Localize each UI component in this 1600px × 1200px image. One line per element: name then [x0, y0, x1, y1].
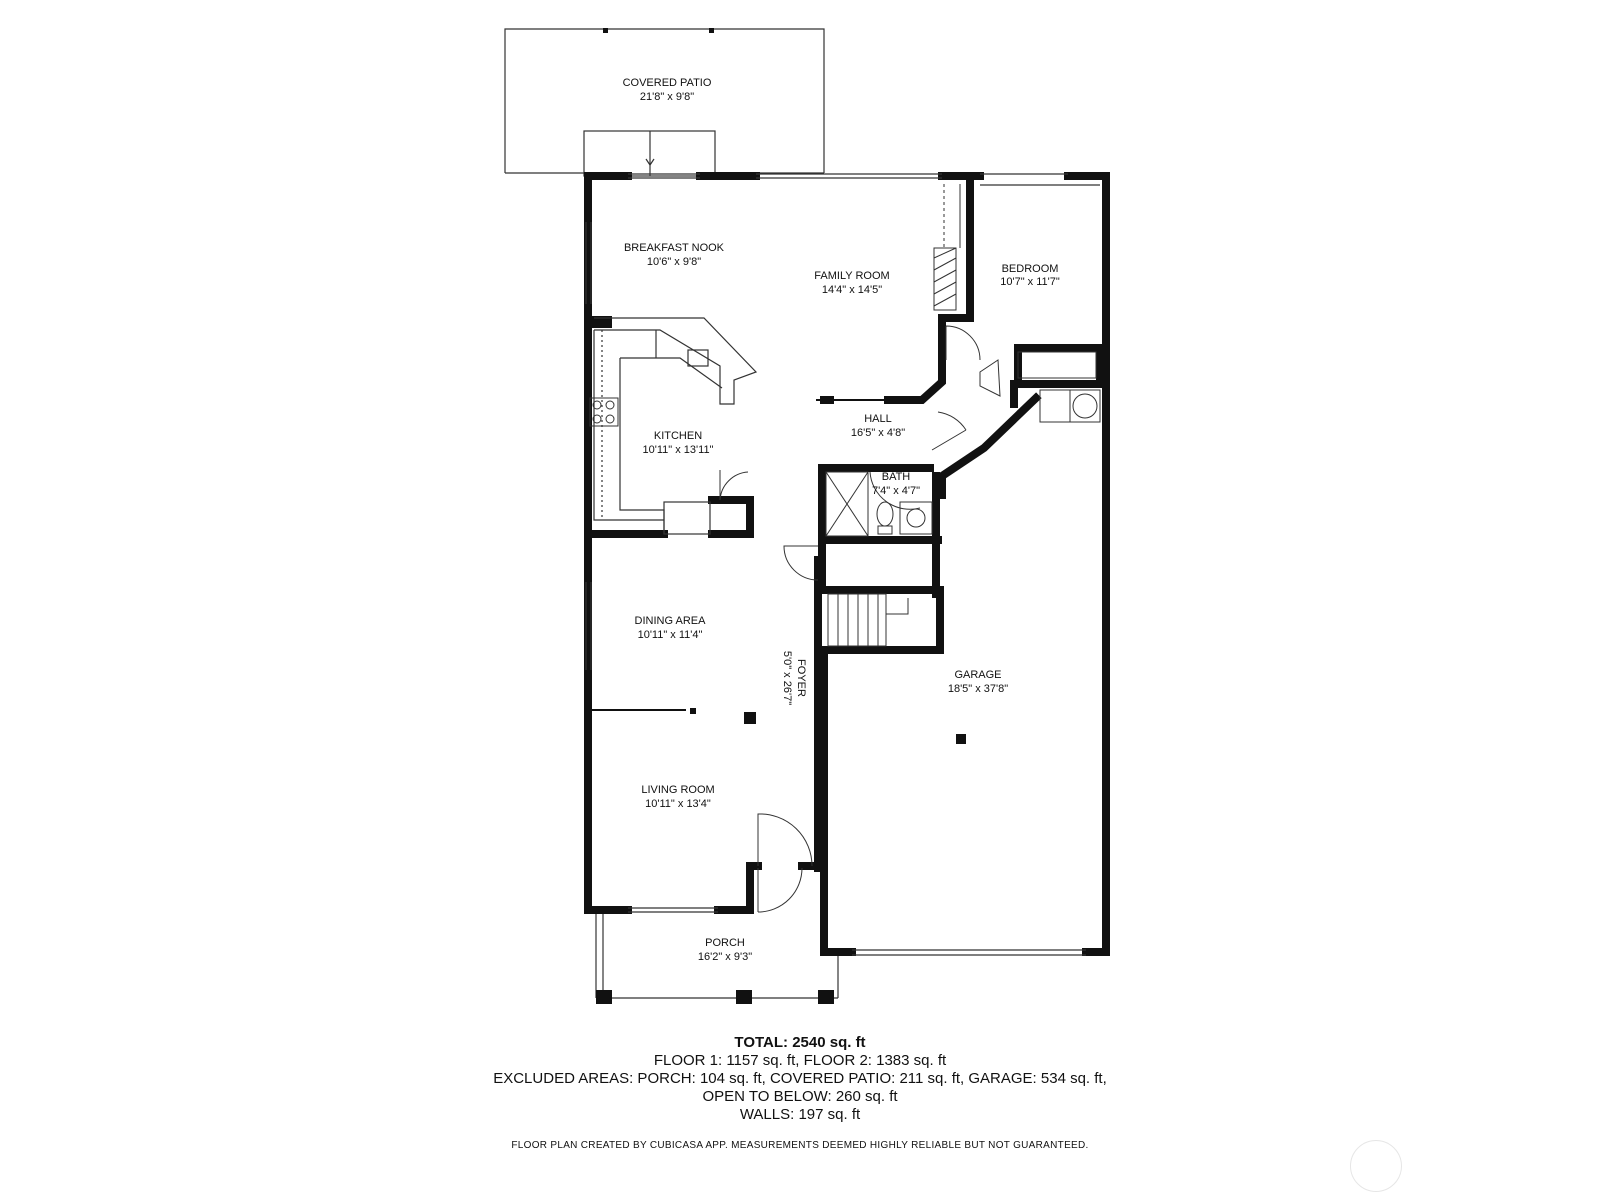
- open-to-below: OPEN TO BELOW: 260 sq. ft: [702, 1088, 898, 1105]
- room-dim-covered-patio: 21'8" x 9'8": [640, 91, 694, 103]
- stove-icon: [589, 397, 619, 427]
- room-dim-porch: 16'2" x 9'3": [698, 951, 752, 963]
- washer-dryer: [1039, 389, 1101, 423]
- walls: [584, 172, 1110, 956]
- room-dim-living-room: 10'11" x 13'4": [645, 798, 711, 810]
- room-name-hall: HALL: [864, 413, 892, 425]
- room-dim-hall: 16'5" x 4'8": [851, 427, 905, 439]
- porch-outline: [595, 914, 839, 999]
- disclaimer: FLOOR PLAN CREATED BY CUBICASA APP. MEAS…: [511, 1140, 1089, 1151]
- excluded-areas: EXCLUDED AREAS: PORCH: 104 sq. ft, COVER…: [493, 1070, 1107, 1087]
- room-name-bedroom: BEDROOM: [1002, 263, 1059, 275]
- kitchen-counters: [593, 317, 758, 535]
- room-name-bath: BATH: [882, 471, 911, 483]
- room-dim-bath: 7'4" x 4'7": [872, 485, 920, 497]
- room-dim-garage: 18'5" x 37'8": [948, 683, 1008, 695]
- room-name-living-room: LIVING ROOM: [641, 784, 714, 796]
- room-name-family-room: FAMILY ROOM: [814, 270, 889, 282]
- room-name-breakfast-nook: BREAKFAST NOOK: [624, 242, 725, 254]
- room-name-kitchen: KITCHEN: [654, 430, 702, 442]
- partitions: [588, 316, 966, 744]
- windows: [585, 173, 1100, 956]
- bath-fixtures: [825, 471, 933, 537]
- room-labels: COVERED PATIO 21'8" x 9'8" BREAKFAST NOO…: [623, 77, 1060, 963]
- doors: [719, 325, 1097, 913]
- room-dim-breakfast-nook: 10'6" x 9'8": [647, 256, 701, 268]
- room-dim-dining-area: 10'11" x 11'4": [638, 629, 703, 641]
- room-dim-foyer: 5'0" x 26'7": [781, 651, 793, 705]
- area-summary: TOTAL: 2540 sq. ft FLOOR 1: 1157 sq. ft,…: [0, 1034, 1600, 1124]
- room-name-porch: PORCH: [705, 937, 745, 949]
- floor-areas: FLOOR 1: 1157 sq. ft, FLOOR 2: 1383 sq. …: [653, 1052, 947, 1069]
- room-name-foyer: FOYER: [795, 659, 807, 697]
- floor-plan: COVERED PATIO 21'8" x 9'8" BREAKFAST NOO…: [504, 28, 1110, 1004]
- total-area: TOTAL: 2540 sq. ft: [734, 1034, 866, 1051]
- stairs: [827, 593, 909, 647]
- room-dim-family-room: 14'4" x 14'5": [822, 284, 882, 296]
- porch-posts: [596, 990, 834, 1004]
- room-name-dining-area: DINING AREA: [635, 615, 707, 627]
- patio-posts: [603, 28, 714, 33]
- watermark-logo-icon: [1350, 1140, 1402, 1192]
- walls-area: WALLS: 197 sq. ft: [739, 1106, 861, 1123]
- room-dim-bedroom: 10'7" x 11'7": [1000, 276, 1060, 288]
- room-name-covered-patio: COVERED PATIO: [623, 77, 712, 89]
- fireplace: [933, 184, 961, 311]
- room-dim-kitchen: 10'11" x 13'11": [643, 444, 714, 456]
- room-name-garage: GARAGE: [954, 669, 1001, 681]
